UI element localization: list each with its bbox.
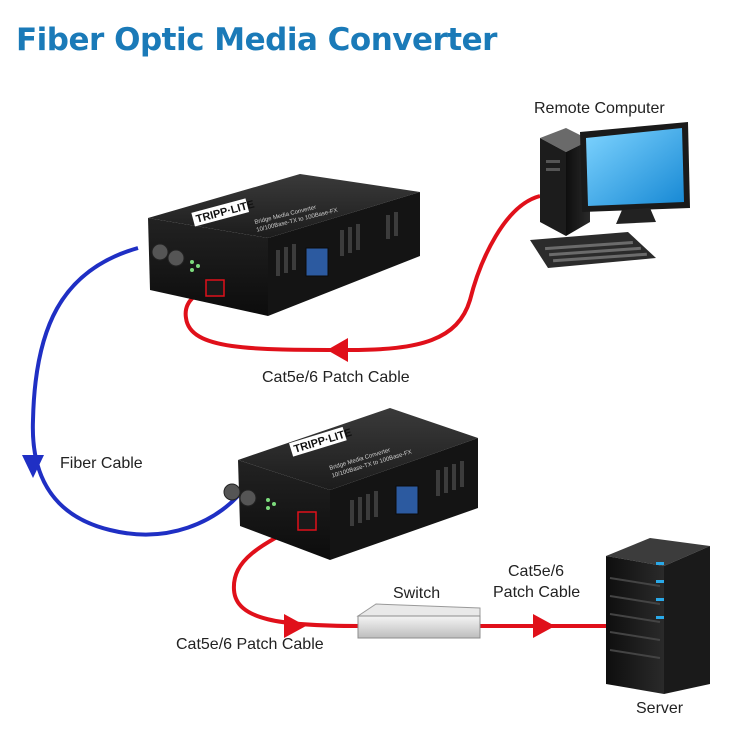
patch-cable-right-label-1: Cat5e/6 (508, 563, 565, 580)
patch-cable-right-arrow (533, 614, 555, 638)
desktop-computer-icon (530, 122, 690, 268)
fiber-cable (30, 246, 240, 537)
media-converter-bottom: TRIPP·LITE Bridge Media Converter 10/100… (223, 408, 478, 560)
media-converter-top: TRIPP·LITE Bridge Media Converter 10/100… (148, 174, 420, 316)
switch-label: Switch (393, 585, 441, 602)
patch-cable-top-arrow (327, 338, 348, 362)
patch-cable-top-label: Cat5e/6 Patch Cable (262, 369, 410, 386)
patch-cable-right-label-2: Patch Cable (493, 584, 581, 601)
fiber-cable-arrow (22, 455, 44, 478)
network-switch-icon (356, 603, 481, 639)
server-label: Server (636, 700, 684, 717)
server-tower-icon (606, 538, 710, 694)
patch-cable-bottom-left-arrow (284, 614, 306, 638)
patch-cable-top (183, 194, 541, 353)
fiber-cable-label: Fiber Cable (60, 455, 143, 472)
patch-cable-bottom-left-label: Cat5e/6 Patch Cable (176, 636, 324, 653)
remote-computer-label: Remote Computer (534, 100, 665, 117)
page-title: Fiber Optic Media Converter (16, 22, 497, 58)
